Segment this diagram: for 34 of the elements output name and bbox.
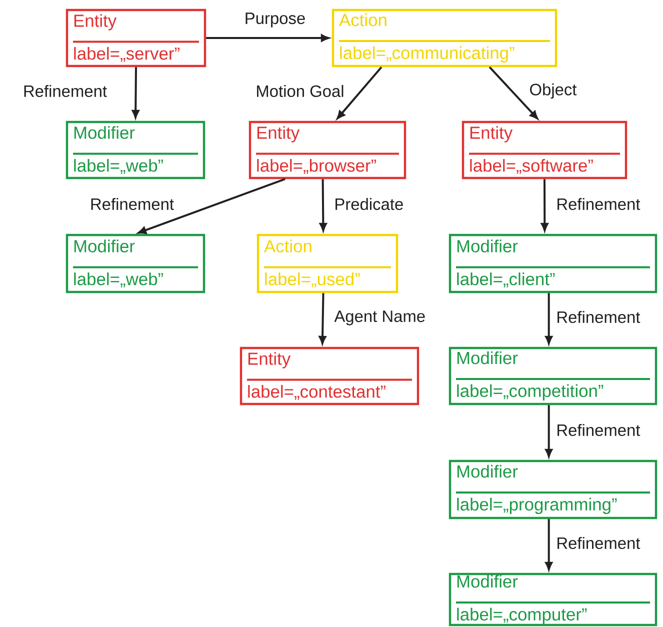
edge-label: Motion Goal [257, 84, 344, 98]
concept-box: Entity label=„server” [66, 8, 206, 68]
concept-box: Modifier label=„computer” [448, 572, 658, 626]
edge-label: Agent Name [334, 310, 425, 326]
arrow [318, 293, 326, 344]
arrow [320, 179, 327, 232]
edge-label: Predicate [336, 198, 403, 210]
concept-box: Entity label=„software” [462, 120, 628, 180]
arrow [488, 66, 538, 120]
concept-box: Action label=„communicating” [332, 8, 558, 68]
arrow [336, 66, 382, 119]
concept-box: Modifier label=„web” [66, 234, 206, 294]
concept-box: Modifier label=„programming” [448, 460, 658, 520]
concept-box: Modifier label=„client” [448, 234, 658, 294]
edge-label: Purpose [246, 12, 305, 28]
arrow [545, 519, 553, 570]
edge-label: Refinement [558, 424, 640, 436]
arrow [545, 293, 553, 344]
concept-box: Modifier label=„competition” [448, 346, 658, 406]
edge-label: Refinement [558, 536, 640, 550]
edge-label: Refinement [24, 84, 107, 98]
arrow [206, 34, 330, 42]
concept-box: Entity label=„contestant” [240, 346, 420, 406]
arrow [132, 67, 140, 118]
arrow [545, 405, 553, 458]
edge-label: Refinement [558, 198, 640, 210]
arrow [540, 179, 548, 232]
edge-label: Refinement [558, 310, 640, 324]
edge-label: Object [530, 83, 577, 99]
concept-box: Entity label=„browser” [248, 120, 406, 180]
concept-box: Action label=„used” [256, 234, 398, 294]
concept-box: Modifier label=„web” [66, 120, 206, 180]
arrow [138, 178, 286, 234]
edge-label: Refinement [91, 198, 174, 210]
